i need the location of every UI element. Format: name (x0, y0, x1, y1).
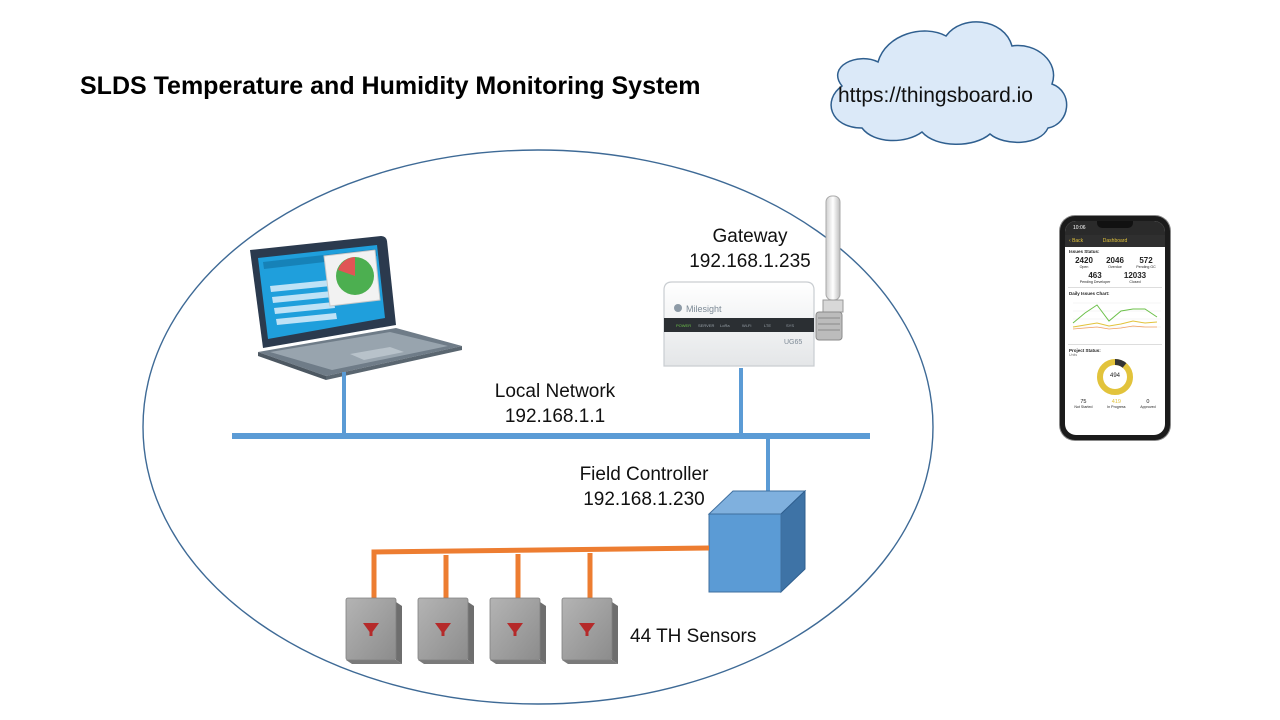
stat-label: Overdue (1108, 265, 1122, 269)
gateway-led-power: POWER (676, 323, 691, 328)
donut-chart (1097, 359, 1133, 395)
cloud-icon (830, 21, 1068, 145)
phone-header: Dashboard (1102, 238, 1128, 244)
chart-series-green (1072, 304, 1158, 324)
footer-label: Not Started (1074, 405, 1093, 409)
footer-value: 0 (1146, 399, 1150, 405)
phone-units: Units (1069, 353, 1078, 357)
phone-back-button[interactable]: ‹ Back (1069, 238, 1084, 244)
network-ip: 192.168.1.1 (504, 406, 606, 427)
gateway-led-server: SERVER (698, 323, 714, 328)
controller-label: Field Controller 192.168.1.230 (554, 462, 734, 512)
sensor-bus (371, 545, 710, 600)
phone-status-bar: 10:06 (1065, 221, 1165, 235)
field-controller-cube (707, 489, 807, 594)
footer-label: Approved (1140, 405, 1156, 409)
footer-value: 419 (1111, 399, 1121, 405)
network-name: Local Network (494, 381, 616, 402)
stat-value: 2046 (1106, 256, 1124, 265)
gateway-label: Gateway 192.168.1.235 (660, 224, 840, 274)
phone-donut: 494 (1065, 357, 1165, 397)
gateway-name: Gateway (712, 226, 788, 247)
phone-back-label: Back (1072, 238, 1084, 244)
phone-divider (1068, 344, 1162, 345)
stat-label: Pending Developer (1079, 280, 1111, 284)
gateway-device: Milesight UG65 POWER SERVER LoRa Wi-Fi LTE SY… (663, 195, 844, 367)
gateway-led-sys: SYS (786, 323, 794, 328)
th-sensor-icon (417, 597, 474, 664)
phone-divider (1068, 287, 1162, 288)
controller-name: Field Controller (579, 464, 709, 485)
donut-value: 494 (1109, 373, 1120, 379)
phone-notch (1097, 221, 1133, 228)
gateway-ip: 192.168.1.235 (689, 251, 811, 272)
phone-nav-bar: ‹ Back Dashboard (1065, 235, 1165, 247)
phone-issues-title: Issues Status: (1069, 249, 1100, 254)
stat-label: Closed (1129, 280, 1141, 284)
phone-time: 10:06 (1073, 225, 1086, 231)
phone-project-title: Project Status: (1069, 348, 1101, 353)
chart-series-yellow (1072, 320, 1158, 328)
gateway-model-label: UG65 (784, 339, 802, 346)
stat-value: 572 (1139, 256, 1153, 265)
phone-screen: 10:06 ‹ Back Dashboard Issues Status: 24… (1065, 221, 1165, 435)
page-title: SLDS Temperature and Humidity Monitoring… (80, 72, 701, 100)
footer-label: In Progress (1107, 405, 1126, 409)
gateway-led-wi-fi: Wi-Fi (742, 323, 751, 328)
laptop-icon (250, 236, 462, 380)
phone-chart-title: Daily Issues Chart: (1069, 291, 1110, 296)
stat-value: 463 (1088, 271, 1102, 280)
th-sensor-icon (345, 597, 402, 664)
gateway-led-lora: LoRa (720, 323, 730, 328)
th-sensor-icon (561, 597, 618, 664)
stat-value: 12033 (1123, 271, 1147, 280)
chart-series-orange (1072, 325, 1157, 330)
smartphone: 10:06 ‹ Back Dashboard Issues Status: 24… (1060, 216, 1170, 440)
network-label: Local Network 192.168.1.1 (465, 379, 645, 429)
controller-ip: 192.168.1.230 (583, 489, 705, 510)
stat-label: Pending GC (1136, 265, 1156, 269)
stat-value: 2420 (1075, 256, 1093, 265)
network-boundary-ellipse (142, 149, 934, 705)
sensors-label: 44 TH Sensors (630, 626, 757, 647)
cloud-url[interactable]: https://thingsboard.io (838, 84, 1033, 107)
footer-value: 75 (1080, 399, 1087, 405)
th-sensor-icon (489, 597, 546, 664)
phone-line-chart (1072, 302, 1161, 330)
gateway-led-lte: LTE (764, 323, 771, 328)
gateway-brand-label: Milesight (686, 304, 722, 314)
stat-label: Open (1079, 265, 1089, 269)
